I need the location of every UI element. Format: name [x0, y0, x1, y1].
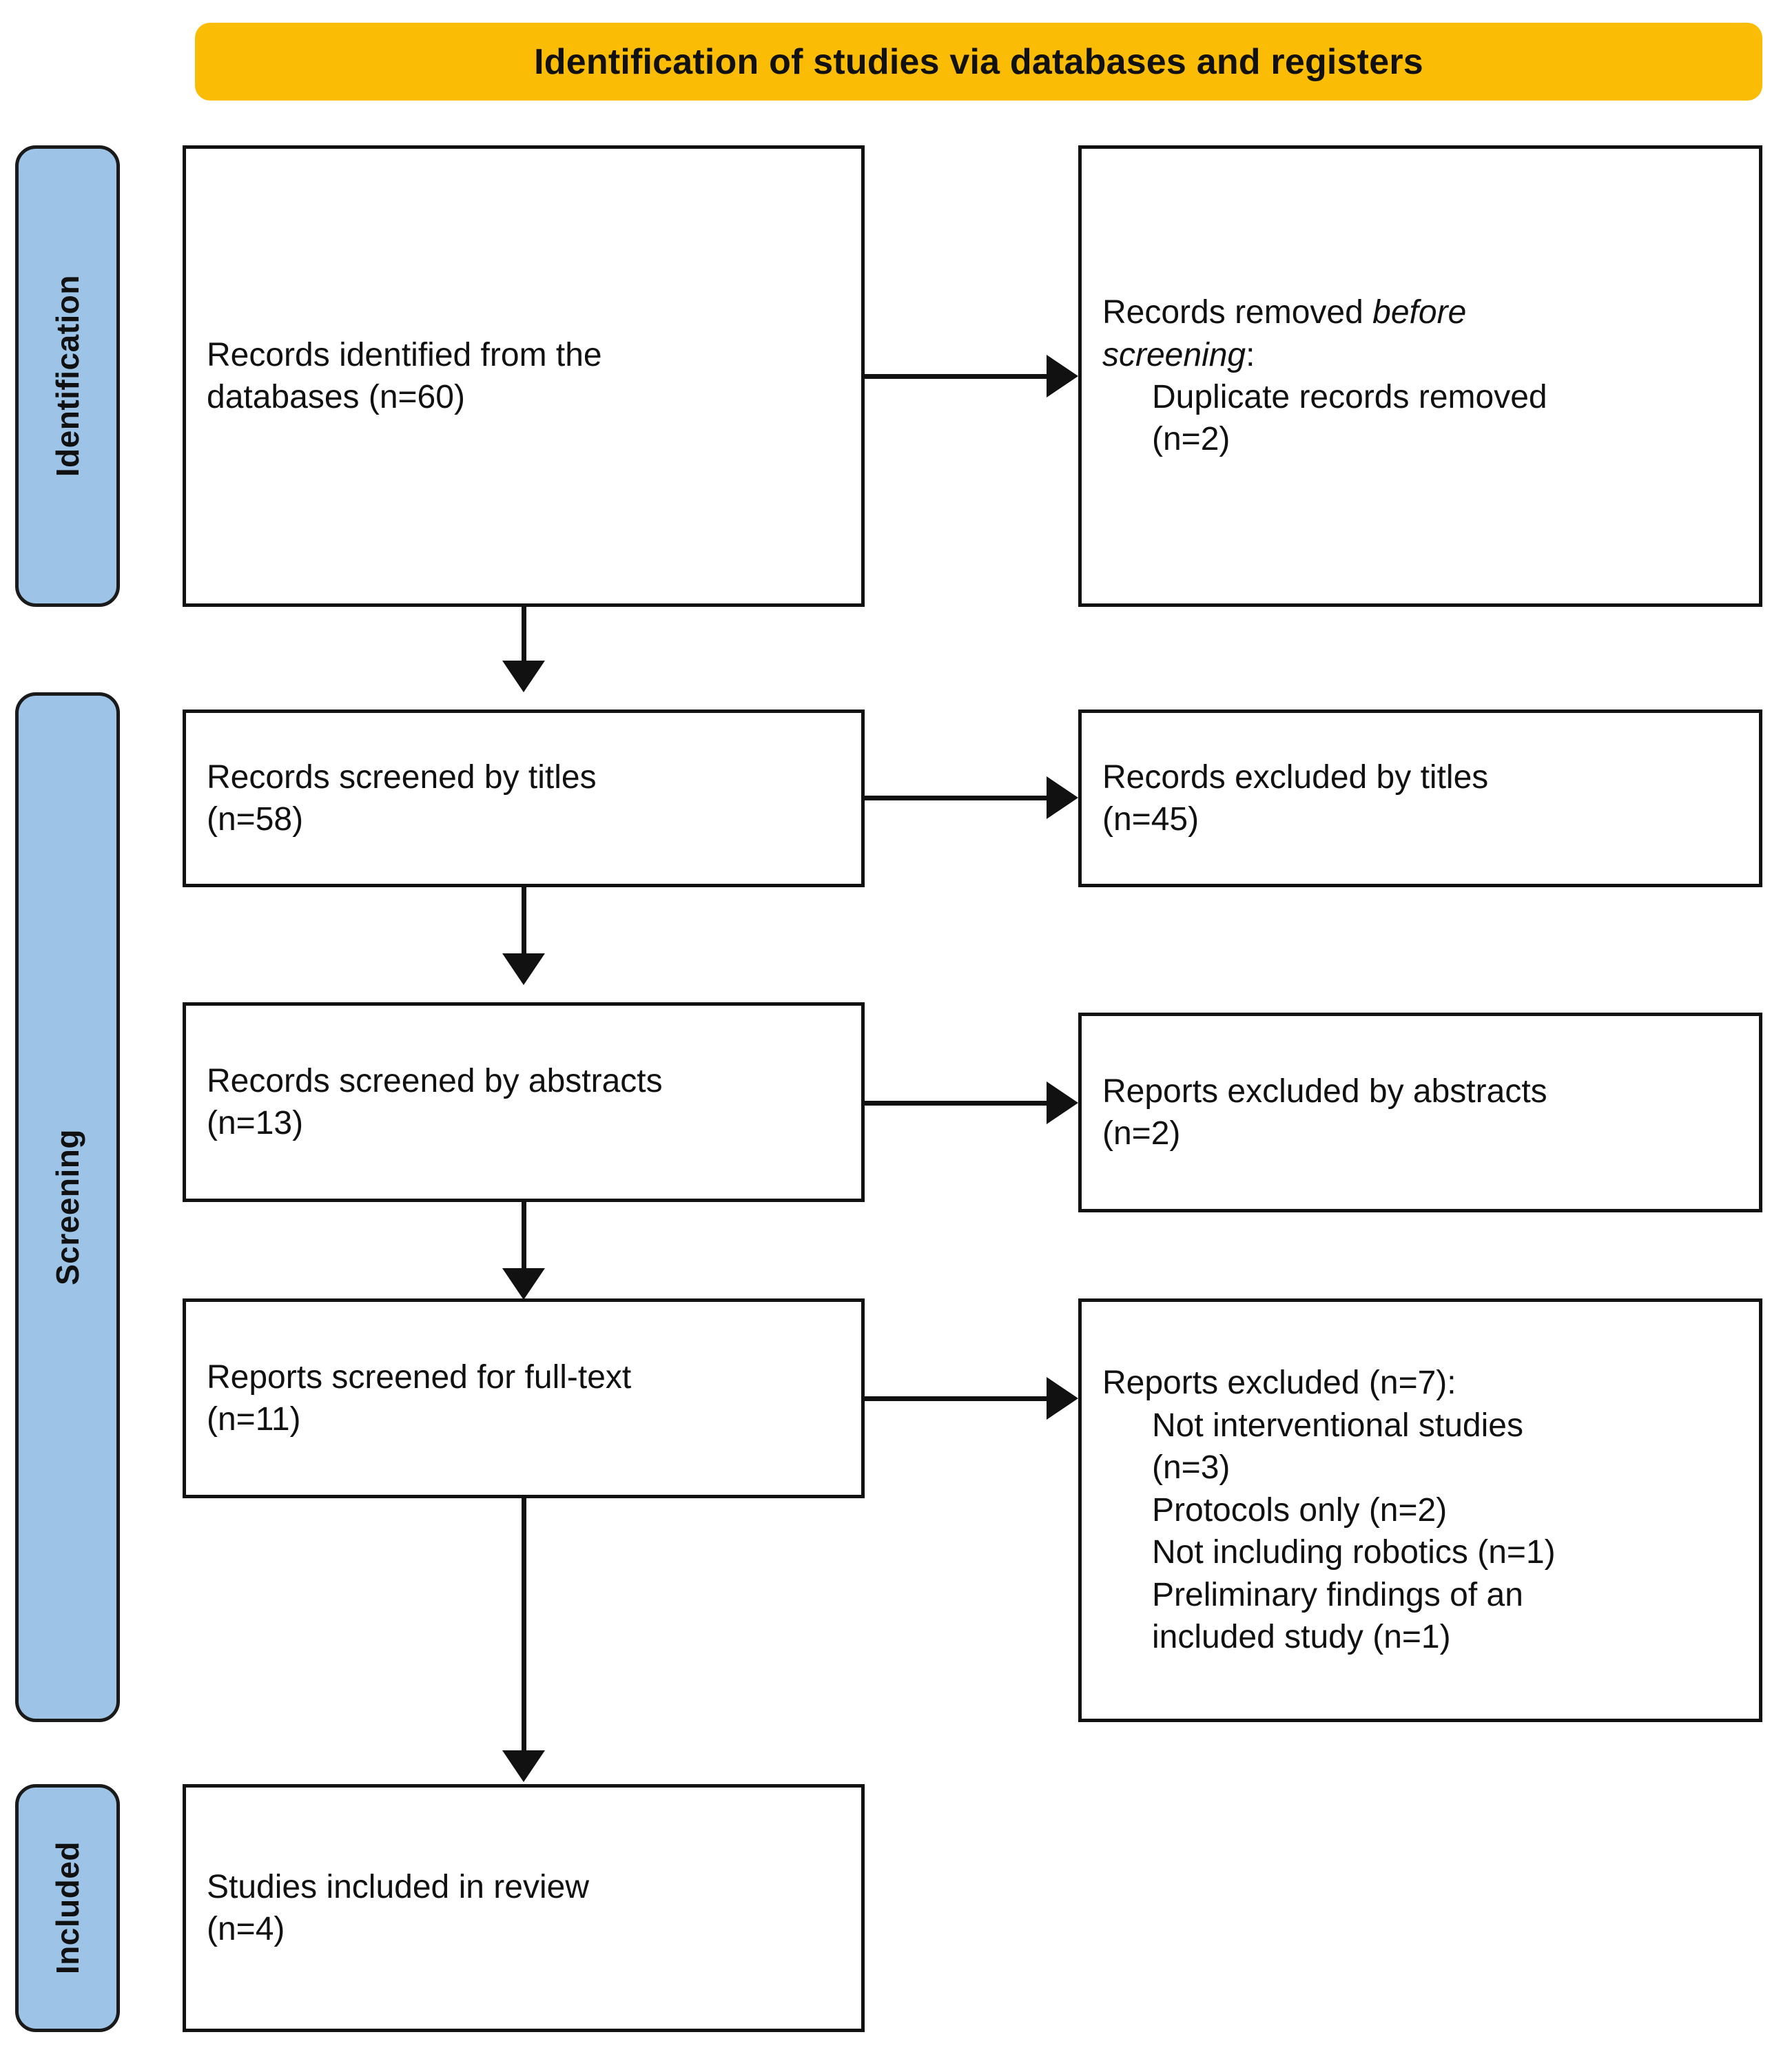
box-studies-included-text: Studies included in review (n=4) [186, 1866, 861, 1951]
box-records-removed-prefix: Records removed [1102, 294, 1373, 331]
box-reports-excluded-fulltext-text: Reports excluded (n=7): Not intervention… [1082, 1362, 1759, 1658]
box-reports-excluded-fulltext-reason-2: Protocols only (n=2) [1152, 1491, 1448, 1529]
box-studies-included-line2: (n=4) [207, 1911, 285, 1947]
connector-fulltext-to-included-arrowhead [502, 1750, 545, 1782]
stage-label-screening: Screening [15, 692, 120, 1722]
box-reports-excluded-fulltext-reason-5: included study (n=1) [1152, 1619, 1451, 1656]
box-reports-excluded-abstracts-text: Reports excluded by abstracts (n=2) [1082, 1070, 1759, 1155]
box-records-excluded-titles-text: Records excluded by titles (n=45) [1082, 756, 1759, 841]
box-records-removed-text: Records removed before screening: Duplic… [1082, 291, 1759, 461]
box-records-screened-abstracts-line1: Records screened by abstracts [207, 1062, 663, 1099]
box-records-removed-indent1: Duplicate records removed [1152, 379, 1547, 415]
connector-abstracts-to-excluded-arrowhead [1047, 1081, 1078, 1124]
box-studies-included: Studies included in review (n=4) [183, 1784, 865, 2032]
box-records-excluded-titles-line1: Records excluded by titles [1102, 758, 1489, 796]
connector-titles-to-excluded-line [865, 796, 1047, 800]
stage-label-included-text: Included [50, 1841, 85, 1975]
connector-fulltext-to-included-line [522, 1498, 526, 1753]
stage-label-identification-text: Identification [50, 275, 85, 477]
stage-label-included: Included [15, 1784, 120, 2032]
connector-identified-to-titles-line [522, 607, 526, 663]
box-records-identified-line2: databases (n=60) [207, 379, 465, 415]
box-records-identified-line1: Records identified from the [207, 336, 602, 373]
box-reports-excluded-abstracts: Reports excluded by abstracts (n=2) [1078, 1013, 1762, 1212]
box-reports-excluded-abstracts-line2: (n=2) [1102, 1115, 1181, 1152]
diagram-header-banner: Identification of studies via databases … [195, 23, 1762, 101]
connector-identified-to-removed-line [865, 374, 1047, 379]
box-records-screened-titles-line2: (n=58) [207, 801, 304, 838]
box-records-screened-abstracts-text: Records screened by abstracts (n=13) [186, 1060, 861, 1145]
box-reports-screened-fulltext: Reports screened for full-text (n=11) [183, 1298, 865, 1498]
box-records-screened-titles-line1: Records screened by titles [207, 758, 597, 796]
connector-identified-to-removed-arrowhead [1047, 355, 1078, 397]
box-records-screened-titles-text: Records screened by titles (n=58) [186, 756, 861, 841]
box-records-removed-before-screening: Records removed before screening: Duplic… [1078, 145, 1762, 607]
box-records-removed-indent2: (n=2) [1152, 421, 1230, 458]
box-records-excluded-titles-line2: (n=45) [1102, 801, 1199, 838]
box-reports-screened-fulltext-line2: (n=11) [207, 1401, 301, 1438]
box-reports-screened-fulltext-text: Reports screened for full-text (n=11) [186, 1356, 861, 1441]
connector-titles-to-abstracts-arrowhead [502, 953, 545, 985]
diagram-title: Identification of studies via databases … [534, 41, 1423, 82]
stage-label-identification: Identification [15, 145, 120, 607]
box-records-removed-line2: screening: [1102, 334, 1738, 376]
box-records-identified: Records identified from the databases (n… [183, 145, 865, 607]
box-reports-excluded-fulltext-heading: Reports excluded (n=7): [1102, 1365, 1456, 1402]
box-records-screened-abstracts: Records screened by abstracts (n=13) [183, 1002, 865, 1202]
box-reports-screened-fulltext-line1: Reports screened for full-text [207, 1358, 632, 1396]
box-reports-excluded-fulltext-reason-3: Not including robotics (n=1) [1152, 1534, 1556, 1571]
connector-abstracts-to-fulltext-arrowhead [502, 1268, 545, 1300]
box-reports-excluded-fulltext-reason-4: Preliminary findings of an [1152, 1576, 1523, 1613]
box-records-identified-text: Records identified from the databases (n… [186, 334, 861, 419]
box-reports-excluded-abstracts-line1: Reports excluded by abstracts [1102, 1073, 1547, 1110]
connector-abstracts-to-fulltext-line [522, 1202, 526, 1271]
connector-fulltext-to-excluded-line [865, 1396, 1047, 1401]
connector-fulltext-to-excluded-arrowhead [1047, 1377, 1078, 1420]
connector-titles-to-excluded-arrowhead [1047, 776, 1078, 819]
connector-titles-to-abstracts-line [522, 887, 526, 956]
connector-identified-to-titles-arrowhead [502, 661, 545, 692]
box-reports-excluded-fulltext-reason-0: Not interventional studies [1152, 1407, 1523, 1444]
box-records-excluded-titles: Records excluded by titles (n=45) [1078, 710, 1762, 887]
box-reports-excluded-fulltext: Reports excluded (n=7): Not intervention… [1078, 1298, 1762, 1722]
box-studies-included-line1: Studies included in review [207, 1868, 589, 1905]
box-records-removed-italic1: before [1372, 294, 1467, 331]
box-records-removed-italic2: screening [1102, 336, 1246, 373]
box-reports-excluded-fulltext-reason-1: (n=3) [1152, 1449, 1230, 1487]
box-records-removed-line1: Records removed before [1102, 291, 1738, 333]
connector-abstracts-to-excluded-line [865, 1101, 1047, 1106]
stage-label-screening-text: Screening [50, 1129, 85, 1285]
box-records-screened-titles: Records screened by titles (n=58) [183, 710, 865, 887]
box-records-removed-colon: : [1246, 336, 1255, 373]
box-records-screened-abstracts-line2: (n=13) [207, 1105, 304, 1141]
